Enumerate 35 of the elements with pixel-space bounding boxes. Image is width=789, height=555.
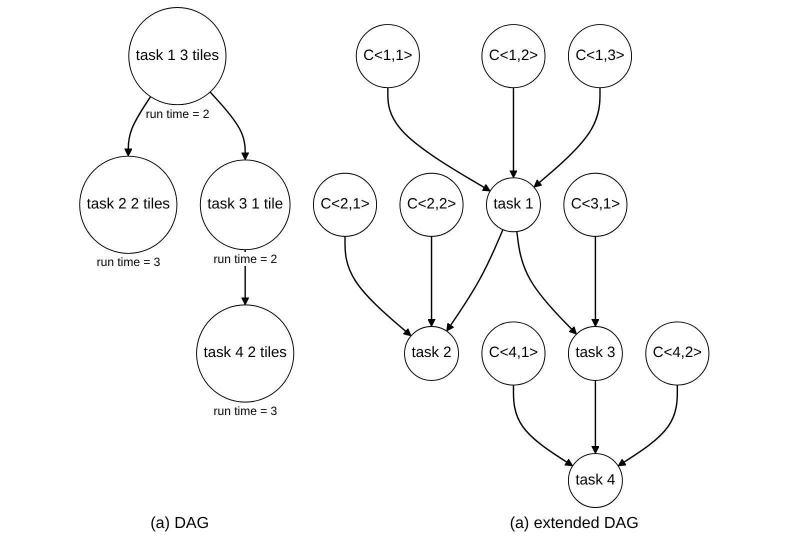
figure-caption: (a) DAG (150, 515, 210, 533)
node-circle: task 1 3 tiles (128, 7, 227, 106)
arrow (210, 92, 250, 160)
arrow (428, 236, 436, 327)
figure-caption: (a) extended DAG (510, 515, 639, 533)
arrow (516, 231, 578, 335)
run-time-note: run time = 3 (214, 404, 278, 418)
arrow (124, 96, 152, 157)
arrow (618, 385, 678, 466)
node-circle: C<4,2> (646, 321, 710, 386)
node-circle: task 4 2 tiles (196, 304, 294, 403)
node-circle: C<2,1> (313, 172, 378, 237)
arrow (510, 88, 518, 178)
node-circle: C<4,1> (482, 321, 546, 386)
node-circle: C<1,2> (482, 24, 546, 88)
node-circle: task 2 2 tiles (79, 156, 178, 254)
node-circle: C<3,1> (564, 172, 628, 237)
node-circle: task 3 (568, 326, 624, 381)
node-circle: task 4 (568, 453, 624, 508)
node-circle: task 2 (404, 326, 460, 381)
node-circle: task 1 (486, 177, 542, 232)
arrow (534, 88, 601, 188)
arrow (592, 380, 600, 454)
arrow (446, 229, 504, 332)
arrow (592, 236, 600, 327)
arrow (512, 385, 574, 466)
node-circle: task 3 1 tile (200, 159, 291, 250)
node-circle: C<2,2> (400, 172, 464, 237)
run-time-note: run time = 3 (96, 255, 160, 270)
node-circle: C<1,3> (568, 24, 632, 88)
run-time-note: run time = 2 (146, 106, 210, 121)
run-time-note: run time = 2 (214, 252, 278, 266)
arrow (387, 88, 491, 192)
node-circle: C<1,1> (356, 24, 420, 88)
arrow (344, 236, 412, 336)
